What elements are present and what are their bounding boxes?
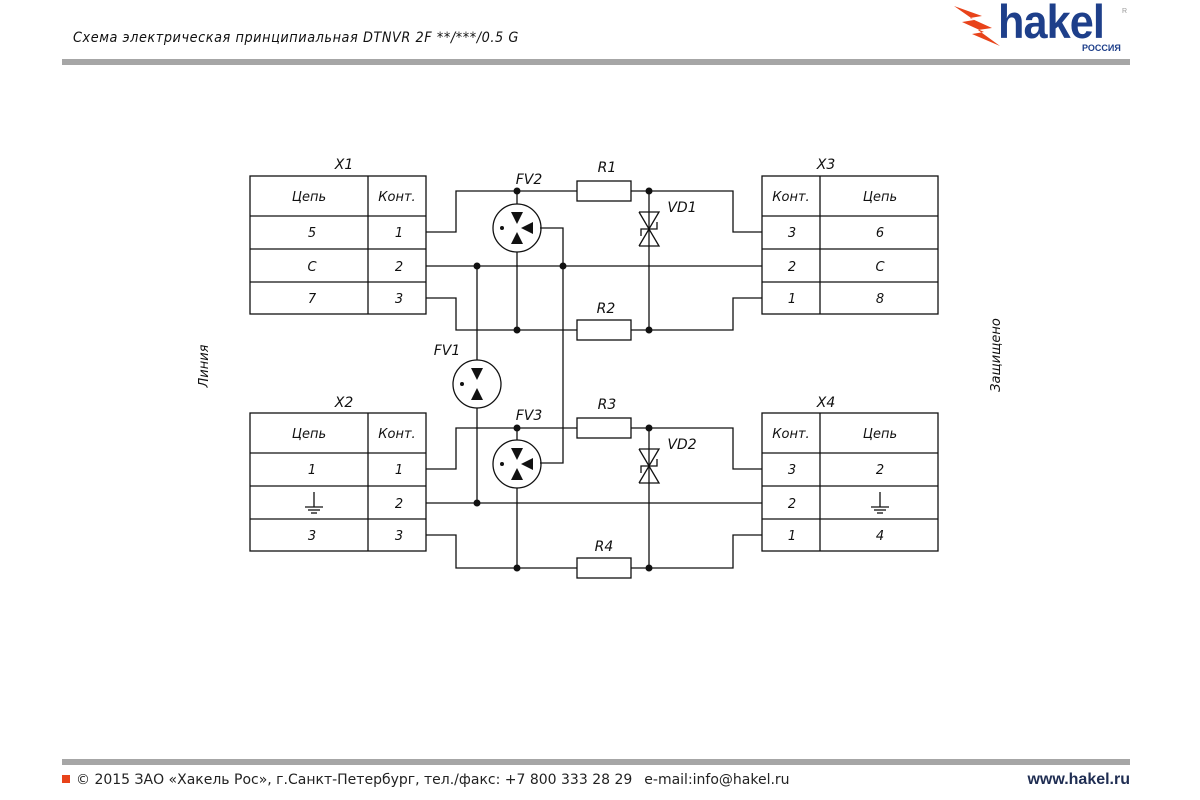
registered-mark: R [1122, 8, 1128, 15]
label-vd2: VD2 [667, 437, 696, 453]
gdt-fv2 [492, 203, 542, 253]
x4-cell: 4 [876, 529, 884, 544]
wire-x3-pin3 [631, 190, 762, 233]
logo-subtitle: РОССИЯ [1082, 43, 1121, 53]
label-fv1: FV1 [434, 343, 461, 359]
connector-x2-label: X2 [334, 395, 354, 411]
x1-cell: 5 [308, 226, 316, 241]
x3-header-contact: Конт. [772, 190, 809, 205]
x1-cell: 1 [395, 226, 403, 241]
footer-contact: © 2015 ЗАО «Хакель Рос», г.Санкт-Петербу… [62, 772, 790, 788]
ground-symbol-x4 [871, 492, 889, 514]
wire-x3-pin1 [631, 297, 762, 331]
x2-header-circuit: Цепь [292, 427, 326, 442]
bullet-square-icon [62, 775, 70, 783]
x4-cell: 2 [876, 463, 884, 478]
x2-cell: 3 [308, 529, 316, 544]
resistor-r1 [576, 180, 632, 202]
x3-cell: 1 [788, 292, 796, 307]
x2-header-contact: Конт. [378, 427, 415, 442]
x1-header-circuit: Цепь [292, 190, 326, 205]
label-fv3: FV3 [516, 408, 543, 424]
footer-email[interactable]: e-mail:info@hakel.ru [644, 772, 790, 788]
lightning-bolt-icon [954, 6, 1000, 46]
x3-header-circuit: Цепь [863, 190, 897, 205]
x1-cell: 3 [395, 292, 403, 307]
gdt-fv1 [452, 359, 502, 409]
connector-x2-table [249, 412, 427, 552]
side-label-line: Линия [197, 344, 212, 388]
x1-cell: 7 [308, 292, 317, 307]
side-label-protected: Защищено [989, 318, 1004, 392]
x3-cell: 6 [876, 226, 884, 241]
gdt-fv3 [492, 439, 542, 489]
header-divider [62, 59, 1130, 65]
tvs-diode-vd1 [638, 211, 661, 247]
x4-header-circuit: Цепь [863, 427, 897, 442]
resistor-r4 [576, 557, 632, 579]
connector-x4-label: X4 [816, 395, 836, 411]
label-r1: R1 [598, 160, 617, 176]
x2-cell: 1 [308, 463, 316, 478]
label-vd1: VD1 [667, 200, 696, 216]
x2-cell: 3 [395, 529, 403, 544]
x1-header-contact: Конт. [378, 190, 415, 205]
resistor-r3 [576, 417, 632, 439]
x3-cell: С [875, 260, 885, 275]
footer-website-link[interactable]: www.hakel.ru [1027, 771, 1130, 788]
connector-x3-label: X3 [816, 157, 836, 173]
label-r4: R4 [595, 539, 614, 555]
x1-cell: 2 [395, 260, 403, 275]
wire-x2-pin3 [426, 534, 577, 569]
x4-cell: 1 [788, 529, 796, 544]
footer-divider [62, 759, 1130, 765]
label-r2: R2 [597, 301, 616, 317]
wire-fv2-fv3-common [540, 227, 564, 464]
x4-header-contact: Конт. [772, 427, 809, 442]
label-fv2: FV2 [516, 172, 543, 188]
x4-cell: 2 [788, 497, 796, 512]
x2-cell: 1 [395, 463, 403, 478]
hakel-logo: hakel R РОССИЯ [952, 0, 1132, 58]
x4-cell: 3 [788, 463, 796, 478]
wire-x1-pin1 [426, 190, 577, 233]
logo-wordmark: hakel [998, 0, 1105, 48]
connector-x4-table [761, 412, 939, 552]
document-title: Схема электрическая принципиальная DTNVR… [73, 30, 519, 46]
label-r3: R3 [598, 397, 617, 413]
connector-x1-table [249, 175, 427, 315]
footer-copyright: © 2015 ЗАО «Хакель Рос», г.Санкт-Петербу… [76, 772, 633, 788]
wire-x1-pin3 [426, 297, 577, 331]
x3-cell: 3 [788, 226, 796, 241]
ground-symbol-x2 [305, 492, 323, 514]
wire-x4-pin1 [631, 534, 762, 569]
wire-x4-pin3 [631, 427, 762, 470]
tvs-diode-vd2 [638, 448, 661, 484]
connector-x3-table [761, 175, 939, 315]
x2-cell: 2 [395, 497, 403, 512]
x1-cell: С [307, 260, 317, 275]
connector-x1-label: X1 [334, 157, 354, 173]
x3-cell: 2 [788, 260, 796, 275]
x3-cell: 8 [876, 292, 884, 307]
resistor-r2 [576, 319, 632, 341]
